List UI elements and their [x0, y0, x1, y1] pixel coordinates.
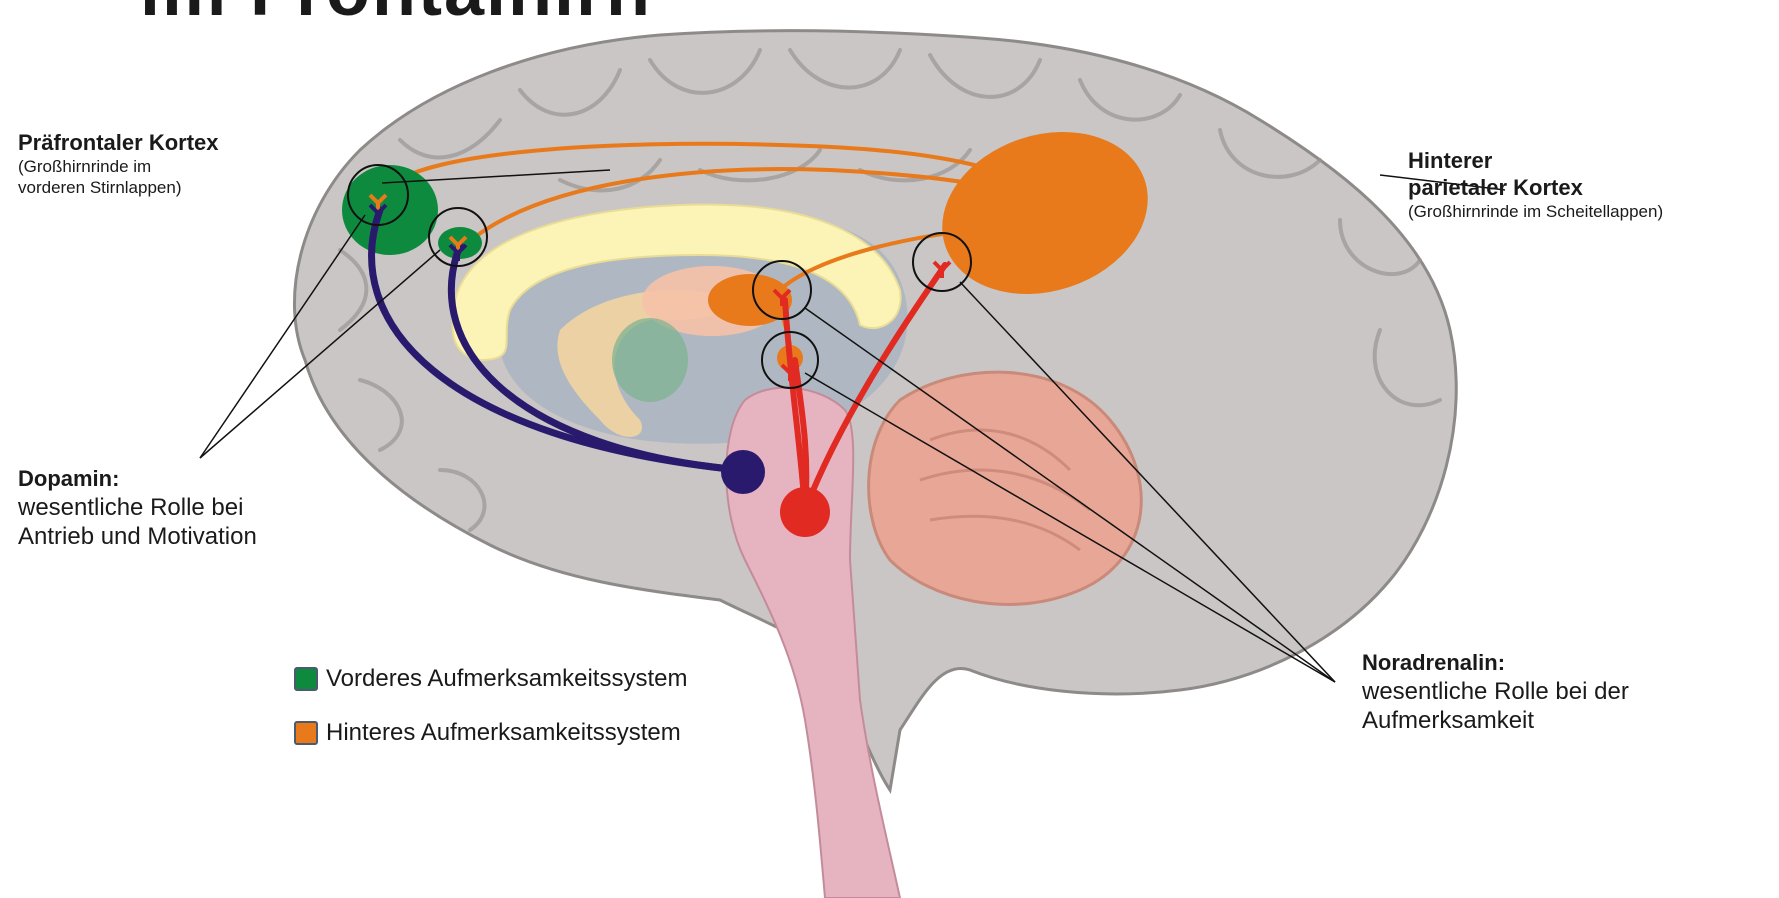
parietal-title-1: Hinterer: [1408, 148, 1663, 175]
page-title-fragment: im Frontalhirn: [140, 0, 652, 32]
prefrontal-line2: vorderen Stirnlappen): [18, 178, 219, 199]
parietal-title-2: parietaler Kortex: [1408, 175, 1663, 202]
legend-item-anterior: Vorderes Aufmerksamkeitssystem: [294, 665, 687, 693]
label-dopamine: Dopamin: wesentliche Rolle bei Antrieb u…: [18, 466, 257, 551]
dopamine-title: Dopamin:: [18, 466, 257, 493]
noradrenaline-line2: Aufmerksamkeit: [1362, 706, 1629, 735]
label-prefrontal-cortex: Präfrontaler Kortex (Großhirnrinde im vo…: [18, 130, 219, 198]
noradrenaline-title: Noradrenalin:: [1362, 650, 1629, 677]
parietal-subtitle: (Großhirnrinde im Scheitellappen): [1408, 202, 1663, 223]
legend-label-posterior: Hinteres Aufmerksamkeitssystem: [326, 719, 681, 747]
dopamine-line2: Antrieb und Motivation: [18, 522, 257, 551]
noradrenaline-nucleus: [780, 487, 830, 537]
legend-swatch-green: [294, 667, 318, 691]
noradrenaline-line1: wesentliche Rolle bei der: [1362, 677, 1629, 706]
legend-swatch-orange: [294, 721, 318, 745]
dopamine-line1: wesentliche Rolle bei: [18, 493, 257, 522]
prefrontal-line1: (Großhirnrinde im: [18, 157, 219, 178]
prefrontal-cortex-region: [342, 165, 438, 255]
label-parietal-cortex: Hinterer parietaler Kortex (Großhirnrind…: [1408, 148, 1663, 222]
hippocampus-region: [612, 318, 688, 402]
legend-label-anterior: Vorderes Aufmerksamkeitssystem: [326, 665, 687, 693]
legend-item-posterior: Hinteres Aufmerksamkeitssystem: [294, 719, 681, 747]
label-noradrenaline: Noradrenalin: wesentliche Rolle bei der …: [1362, 650, 1629, 735]
prefrontal-title: Präfrontaler Kortex: [18, 130, 219, 157]
dopamine-nucleus: [721, 450, 765, 494]
